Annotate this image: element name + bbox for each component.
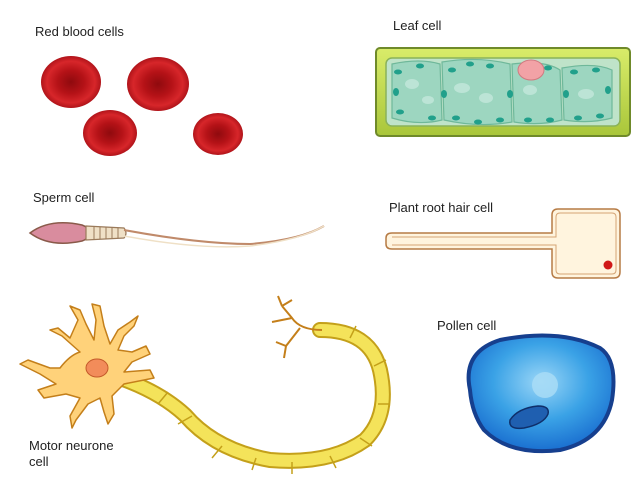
- pollen-cell-illustration: [466, 333, 616, 454]
- motor-neurone-cell-label: Motor neurone cell: [29, 438, 149, 470]
- root-hair-nucleus: [603, 260, 613, 270]
- pollen-cell-label: Pollen cell: [437, 318, 497, 333]
- sperm-cell-illustration: [28, 222, 325, 248]
- motor-neurone-label-line2: cell: [29, 454, 49, 469]
- red-blood-cells-label: Red blood cells: [35, 24, 124, 39]
- leaf-cell-illustration: [375, 47, 631, 137]
- pollen-nucleus: [509, 405, 550, 430]
- red-blood-cell: [41, 56, 101, 108]
- red-blood-cell: [193, 113, 243, 155]
- red-blood-cells-illustration: [41, 56, 243, 156]
- root-hair-cell-illustration: [385, 208, 621, 279]
- red-blood-cell: [83, 110, 137, 156]
- leaf-cell-label: Leaf cell: [393, 18, 442, 33]
- red-blood-cell: [127, 57, 189, 111]
- motor-neurone-illustration: [19, 295, 391, 474]
- neurone-nucleus: [85, 358, 109, 378]
- plant-root-hair-cell-label: Plant root hair cell: [389, 200, 494, 215]
- sperm-cell-label: Sperm cell: [33, 190, 95, 205]
- leaf-nucleus: [517, 59, 545, 81]
- motor-neurone-label-line1: Motor neurone: [29, 438, 114, 453]
